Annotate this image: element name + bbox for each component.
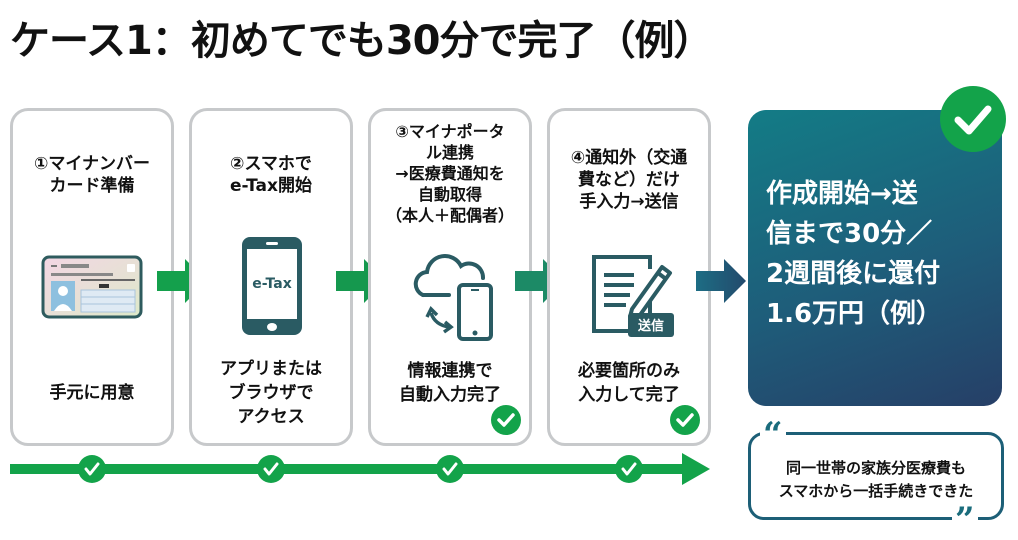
step-card-2: ②スマホで e-Tax開始 e-Tax アプリまたは ブラウザで アクセス <box>189 108 353 446</box>
step-1-heading: ①マイナンバー カード準備 <box>13 153 171 197</box>
result-line: 信まで30分／ <box>766 219 933 249</box>
step-3-caption-line: 自動入力完了 <box>399 385 501 405</box>
cloud-sync-phone-icon <box>413 254 493 341</box>
timeline-check-icon <box>257 455 285 483</box>
send-label: 送信 <box>637 319 664 334</box>
timeline-check-icon <box>436 455 464 483</box>
result-text: 作成開始→送 信まで30分／ 2週間後に還付 1.6万円（例） <box>766 174 992 334</box>
timeline-arrowhead <box>682 453 710 485</box>
step-2-caption-line: アプリまたは <box>220 359 322 379</box>
testimonial-quote: 同一世帯の家族分医療費も スマホから一括手続きできた <box>748 432 1004 520</box>
step-3-done-check-icon <box>491 405 521 435</box>
timeline-check-icon <box>615 455 643 483</box>
step-1-heading-line: カード準備 <box>49 176 135 196</box>
step-3-caption: 情報連携で 自動入力完了 <box>371 359 529 407</box>
step-4-caption-line: 入力して完了 <box>578 385 680 405</box>
document-edit-icon <box>592 255 674 337</box>
quote-line: スマホから一括手続きできた <box>778 482 974 500</box>
result-line: 1.6万円（例） <box>766 299 943 329</box>
progress-timeline <box>10 464 685 474</box>
step-1-caption: 手元に用意 <box>13 381 171 405</box>
step-2-caption-line: ブラウザで <box>228 383 314 403</box>
step-card-3: ③マイナポータ ル連携 →医療費通知を 自動取得 （本人＋配偶者） 情報連携で … <box>368 108 532 446</box>
etax-label: e-Tax <box>252 276 292 292</box>
smartphone-icon: e-Tax <box>242 237 302 335</box>
step-4-done-check-icon <box>670 405 700 435</box>
result-line: 2週間後に還付 <box>766 259 941 289</box>
step-3-caption-line: 情報連携で <box>407 361 493 381</box>
step-1-caption-line: 手元に用意 <box>49 383 135 403</box>
open-quote-icon: “ <box>760 418 786 452</box>
close-quote-icon: ” <box>952 503 978 537</box>
step-3-heading-line: （本人＋配偶者） <box>385 206 514 225</box>
step-4-heading-line: 費など）だけ <box>578 170 680 190</box>
step-2-caption-line: アクセス <box>237 407 305 427</box>
step-card-4: ④通知外（交通 費など）だけ 手入力→送信 送信 必要箇所のみ 入力して完了 <box>547 108 711 446</box>
step-3-heading: ③マイナポータ ル連携 →医療費通知を 自動取得 （本人＋配偶者） <box>371 121 529 226</box>
step-1-heading-line: ①マイナンバー <box>33 154 151 174</box>
step-arrow-4 <box>696 259 746 303</box>
page-title: ケース1：初めてでも30分で完了（例） <box>10 18 713 64</box>
step-4-caption-line: 必要箇所のみ <box>578 361 680 381</box>
result-check-icon <box>940 86 1006 152</box>
timeline-check-icon <box>78 455 106 483</box>
id-card-icon <box>41 255 143 319</box>
step-3-heading-line: ル連携 <box>425 143 474 162</box>
step-2-caption: アプリまたは ブラウザで アクセス <box>192 357 350 429</box>
step-4-heading-line: ④通知外（交通 <box>570 148 688 168</box>
quote-line: 同一世帯の家族分医療費も <box>785 459 966 477</box>
result-summary-box: 作成開始→送 信まで30分／ 2週間後に還付 1.6万円（例） <box>748 110 1002 406</box>
quote-text: 同一世帯の家族分医療費も スマホから一括手続きできた <box>751 457 1001 503</box>
step-4-heading-line: 手入力→送信 <box>579 192 679 212</box>
step-2-heading-line: e-Tax開始 <box>230 176 312 196</box>
step-4-heading: ④通知外（交通 費など）だけ 手入力→送信 <box>550 147 708 213</box>
step-card-1: ①マイナンバー カード準備 手元に用意 <box>10 108 174 446</box>
result-line: 作成開始→送 <box>766 179 918 209</box>
step-4-caption: 必要箇所のみ 入力して完了 <box>550 359 708 407</box>
step-2-heading: ②スマホで e-Tax開始 <box>192 153 350 197</box>
step-3-heading-line: 自動取得 <box>417 185 482 204</box>
step-2-heading-line: ②スマホで <box>230 154 312 174</box>
step-3-heading-line: →医療費通知を <box>395 164 505 183</box>
step-3-heading-line: ③マイナポータ <box>395 122 505 141</box>
